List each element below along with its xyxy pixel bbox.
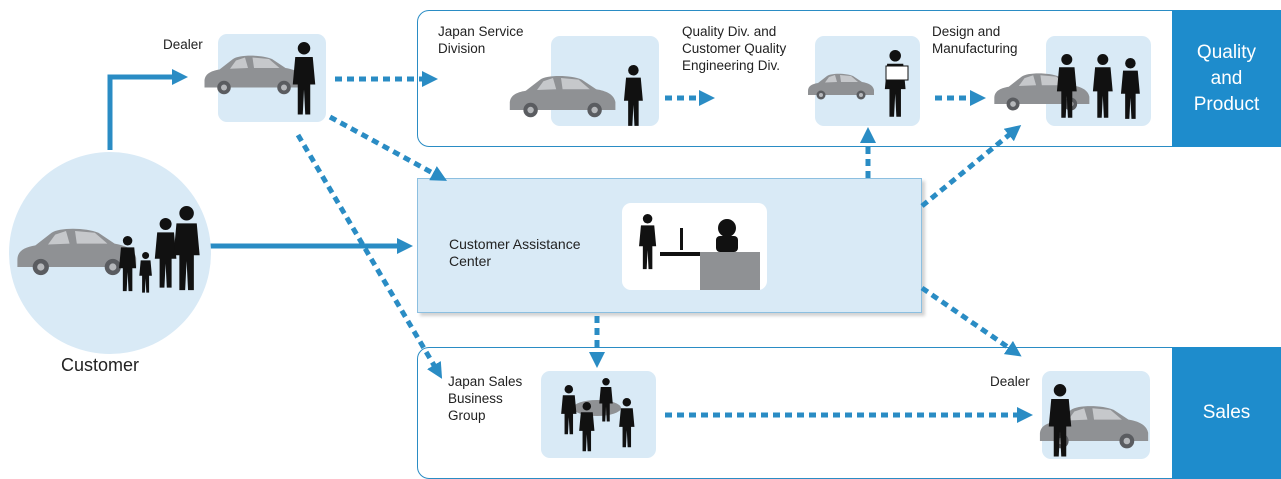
cac-illustration (622, 203, 767, 290)
japan-sales-label: Japan Sales Business Group (448, 374, 523, 423)
japan-service-illustration (509, 36, 659, 126)
dealer-sales-label: Dealer (990, 374, 1030, 389)
sales-tab: Sales (1172, 347, 1281, 479)
dealer-top-illustration (204, 34, 326, 122)
japan-service-division-label: Japan Service Division (438, 24, 524, 56)
quality-product-tab: Quality and Product (1172, 10, 1281, 147)
quality-division-illustration (808, 36, 920, 126)
dealer-sales-illustration (1039, 371, 1150, 459)
japan-sales-illustration (541, 371, 656, 458)
customer-illustration (9, 152, 211, 354)
solid-arrows (107, 68, 414, 255)
customer-label: Customer (61, 355, 140, 375)
design-manufacturing-illustration (994, 36, 1151, 126)
sales-tab-label: Sales (1202, 402, 1251, 423)
dealer-top-label: Dealer (163, 37, 203, 52)
quality-product-tab-label: Quality and Product (1193, 41, 1260, 115)
dashed-arrows (295, 70, 1034, 424)
customer-assistance-center-label: Customer Assistance Center (449, 236, 581, 269)
quality-division-label: Quality Div. and Customer Quality Engine… (682, 24, 787, 73)
design-manufacturing-label: Design and Manufacturing (932, 24, 1018, 56)
